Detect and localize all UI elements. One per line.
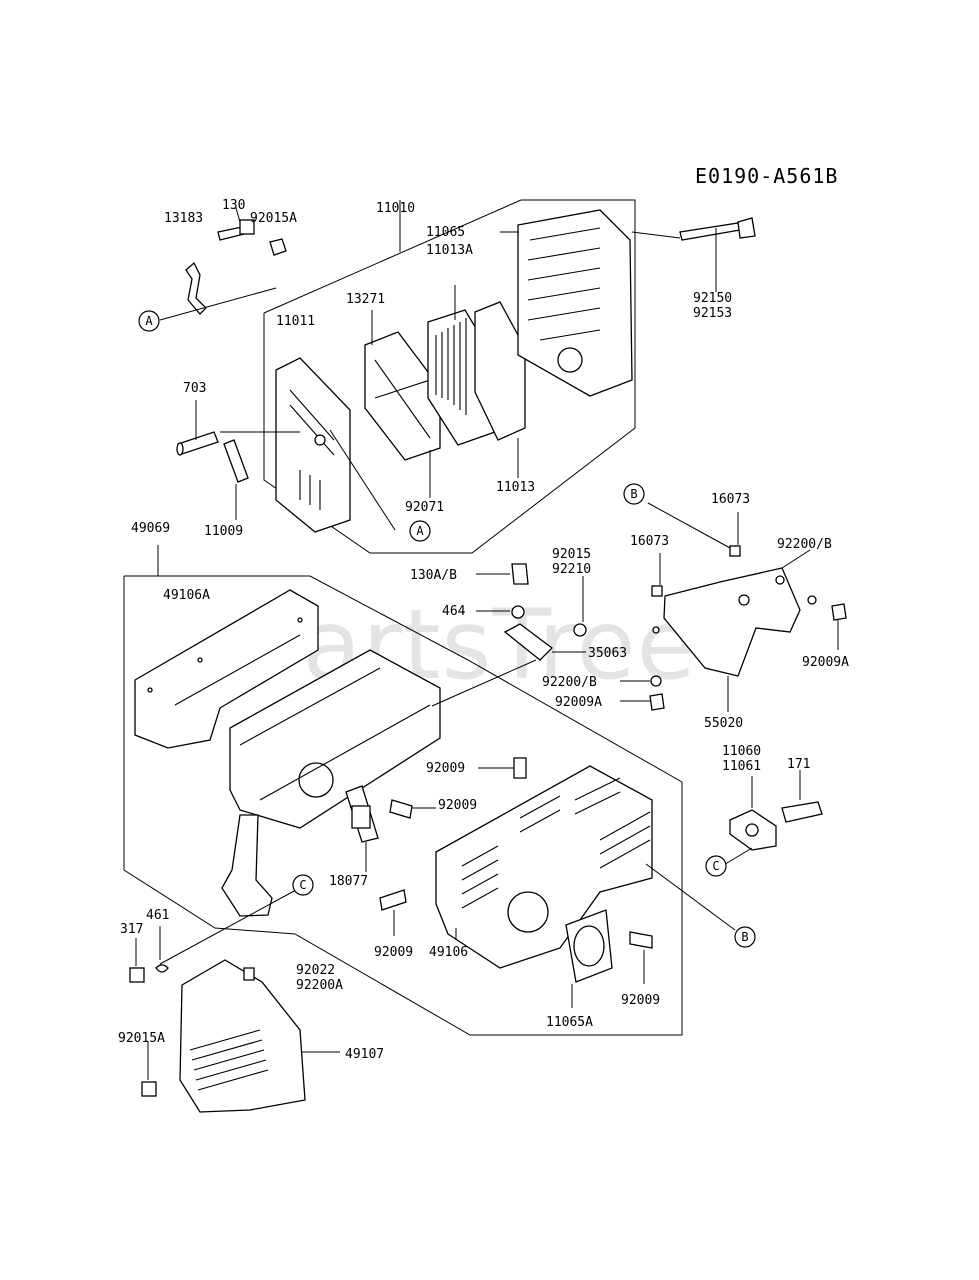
- washer-464: [511, 605, 525, 619]
- muffler-frame: [123, 575, 683, 1036]
- bracket-55020-group: [620, 502, 847, 712]
- label-13271: 13271: [346, 292, 385, 307]
- label-35063: 35063: [588, 646, 627, 661]
- bolt-head-part: [239, 219, 255, 235]
- nut-part: [269, 238, 287, 256]
- label-11013A: 11013A: [426, 243, 473, 258]
- long-bolt-part: [679, 222, 741, 241]
- label-16073-b: 16073: [630, 534, 669, 549]
- label-92009A-mid: 92009A: [555, 695, 602, 710]
- label-92009-b: 92009: [438, 798, 477, 813]
- label-11009: 11009: [204, 524, 243, 539]
- svg-text:A: A: [416, 524, 424, 538]
- nut-16073-a: [729, 545, 741, 557]
- muffler-body: [229, 649, 441, 829]
- cover-part: [275, 357, 351, 533]
- label-464: 464: [442, 604, 466, 619]
- callout-circle-b2: B: [734, 926, 756, 948]
- cover-49106: [435, 765, 653, 969]
- label-11065: 11065: [426, 225, 465, 240]
- guard-49107-group: [141, 959, 340, 1113]
- svg-text:C: C: [712, 859, 719, 873]
- label-92150: 92150: [693, 291, 732, 306]
- label-92022: 92022: [296, 963, 335, 978]
- label-11065A: 11065A: [546, 1015, 593, 1030]
- bolt-130AB: [511, 563, 529, 585]
- label-11060: 11060: [722, 744, 761, 759]
- svg-text:B: B: [741, 930, 748, 944]
- label-317: 317: [120, 922, 143, 937]
- label-92200B-top: 92200/B: [777, 537, 832, 552]
- label-92200B-mid: 92200/B: [542, 675, 597, 690]
- label-92015A-top: 92015A: [250, 211, 297, 226]
- bracket-55020-part: [663, 567, 801, 677]
- bolt-92009a: [649, 693, 665, 711]
- callout-circle-a1: A: [138, 310, 160, 332]
- label-92153: 92153: [693, 306, 732, 321]
- label-92071: 92071: [405, 500, 444, 515]
- label-55020: 55020: [704, 716, 743, 731]
- nut-317: [129, 967, 145, 983]
- label-92200A: 92200A: [296, 978, 343, 993]
- svg-text:A: A: [145, 314, 153, 328]
- label-130: 130: [222, 198, 245, 213]
- svg-text:B: B: [630, 487, 637, 501]
- label-16073-a: 16073: [711, 492, 750, 507]
- exhaust-pipe: [221, 814, 273, 917]
- callout-circle-b1: B: [623, 483, 645, 505]
- diagram-code: E0190-A561B: [695, 164, 838, 188]
- muffler-group: [123, 545, 736, 1036]
- label-92210: 92210: [552, 562, 591, 577]
- gasket-part: [364, 331, 441, 461]
- label-49069: 49069: [131, 521, 170, 536]
- label-92009A-right: 92009A: [802, 655, 849, 670]
- guard-49107: [179, 959, 306, 1113]
- label-49106A: 49106A: [163, 588, 210, 603]
- label-11011: 11011: [276, 314, 315, 329]
- washer-92200b: [650, 675, 662, 687]
- stud-171: [781, 801, 823, 823]
- label-92015A-bottom: 92015A: [118, 1031, 165, 1046]
- washer-92015: [573, 623, 587, 637]
- plate-35063: [503, 623, 553, 661]
- label-13183: 13183: [164, 211, 203, 226]
- pipe-part: [177, 431, 219, 455]
- clip-461: [155, 964, 169, 973]
- callout-circle-a2: A: [409, 520, 431, 542]
- label-18077: 18077: [329, 874, 368, 889]
- callout-circle-c2: C: [705, 855, 727, 877]
- label-49107: 49107: [345, 1047, 384, 1062]
- label-171: 171: [787, 757, 810, 772]
- label-461: 461: [146, 908, 169, 923]
- label-11013: 11013: [496, 480, 535, 495]
- callout-circle-c1: C: [292, 874, 314, 896]
- heat-shield-49106A: [134, 589, 319, 749]
- label-11010: 11010: [376, 201, 415, 216]
- small-gasket-part: [223, 439, 249, 483]
- label-92015: 92015: [552, 547, 591, 562]
- label-49106: 49106: [429, 945, 468, 960]
- svg-text:C: C: [299, 878, 306, 892]
- label-92009-a: 92009: [426, 761, 465, 776]
- label-703: 703: [183, 381, 206, 396]
- air-cleaner-group: [159, 199, 756, 554]
- stud-group: [721, 770, 823, 867]
- label-92009-c: 92009: [374, 945, 413, 960]
- nut-16073-b: [651, 585, 663, 597]
- part-labels: 13183 130 92015A 11010 11065 11013A 9215…: [118, 198, 849, 1062]
- bracket-part: [185, 261, 207, 315]
- label-130AB: 130A/B: [410, 568, 457, 583]
- label-11061: 11061: [722, 759, 761, 774]
- nut-92015A: [141, 1081, 157, 1097]
- label-92009-d: 92009: [621, 993, 660, 1008]
- pre-cleaner-part: [474, 301, 526, 441]
